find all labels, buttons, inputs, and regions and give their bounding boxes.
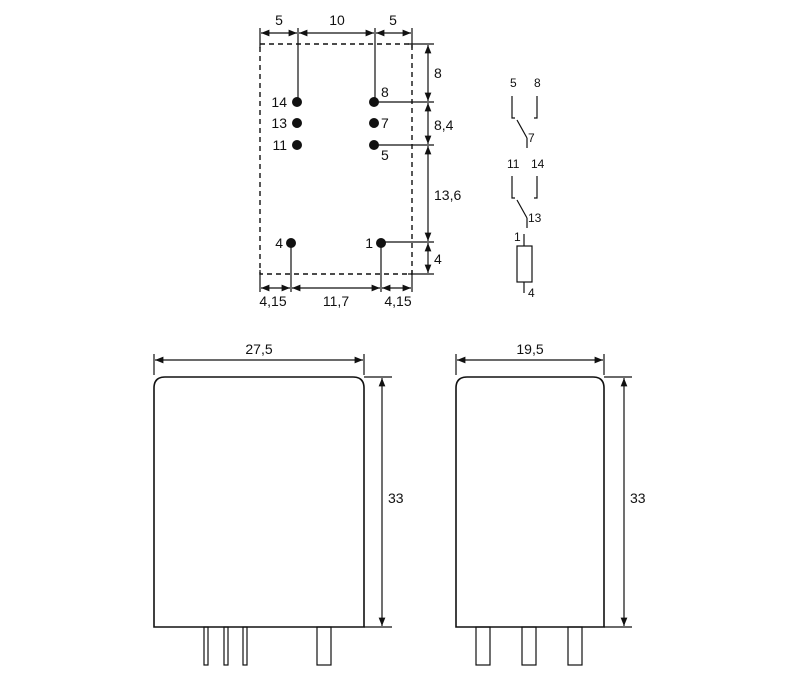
- pin-5: [369, 140, 379, 150]
- front-width-label: 27,5: [245, 341, 272, 357]
- pin-label-4: 4: [275, 235, 283, 251]
- dim-bottom-label-1: 4,15: [259, 293, 286, 309]
- pin-label-1: 1: [365, 235, 373, 251]
- front-view: 27,5 33: [153, 341, 404, 666]
- pin-11: [292, 140, 302, 150]
- sch-label-5: 5: [510, 76, 517, 90]
- side-body-outline: [455, 376, 605, 628]
- top-view: 5 10 5 8 8,4 13,6 4 4,15 11,7 4,15: [259, 12, 461, 309]
- contact-2-symbol: [511, 176, 538, 228]
- pin-7: [369, 118, 379, 128]
- coil-symbol: [516, 245, 533, 283]
- pin-label-13: 13: [271, 115, 287, 131]
- sch-label-13: 13: [528, 211, 542, 225]
- dim-right-label-4: 4: [434, 251, 442, 267]
- dim-top-label-3: 5: [389, 12, 397, 28]
- sch-label-8: 8: [534, 76, 541, 90]
- dim-top-label-2: 10: [329, 12, 345, 28]
- dim-top-label-1: 5: [275, 12, 283, 28]
- dim-right-label-1: 8: [434, 65, 442, 81]
- sch-label-11: 11: [507, 157, 520, 171]
- sch-label-14: 14: [531, 157, 545, 171]
- pin-8: [369, 97, 379, 107]
- side-view: 19,5 33: [455, 341, 646, 666]
- pin-1: [376, 238, 386, 248]
- footprint-outline: [259, 43, 413, 275]
- pin-4: [286, 238, 296, 248]
- side-terminals: [475, 626, 583, 666]
- pin-label-8: 8: [381, 84, 389, 100]
- dim-right-label-2: 8,4: [434, 117, 454, 133]
- contact-1-symbol: [511, 96, 538, 148]
- sch-label-4: 4: [528, 286, 535, 300]
- front-body-outline: [153, 376, 365, 628]
- pin-label-7: 7: [381, 115, 389, 131]
- front-terminals: [203, 626, 332, 666]
- front-height-label: 33: [388, 490, 404, 506]
- pin-label-5: 5: [381, 147, 389, 163]
- dim-right-label-3: 13,6: [434, 187, 461, 203]
- side-width-label: 19,5: [516, 341, 543, 357]
- dim-bottom-label-3: 4,15: [384, 293, 411, 309]
- pin-13: [292, 118, 302, 128]
- pin-label-11: 11: [272, 137, 287, 153]
- sch-label-1: 1: [514, 230, 521, 244]
- pin-14: [292, 97, 302, 107]
- pin-label-14: 14: [271, 94, 287, 110]
- sch-label-7: 7: [528, 131, 535, 145]
- side-height-label: 33: [630, 490, 646, 506]
- dim-bottom-label-2: 11,7: [323, 293, 349, 309]
- schematic: 5 8 7 11 14 13 1 4: [507, 76, 545, 300]
